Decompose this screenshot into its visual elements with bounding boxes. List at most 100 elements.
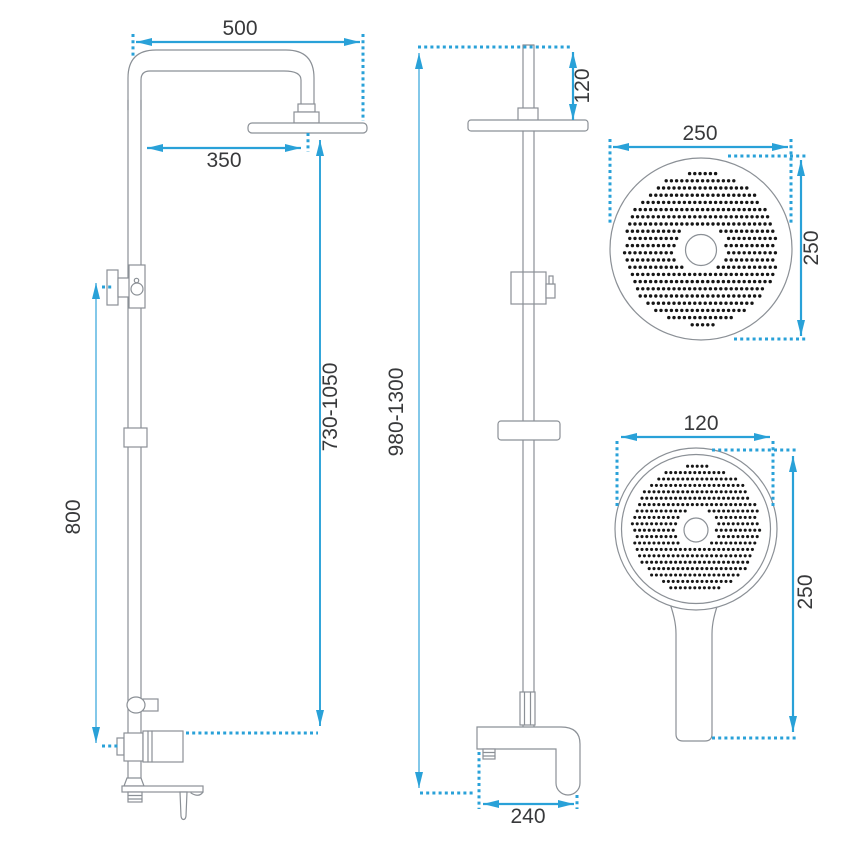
spray-nozzle-dot bbox=[710, 579, 714, 583]
spray-nozzle-dot bbox=[680, 179, 684, 183]
spray-nozzle-dot bbox=[630, 229, 635, 233]
spray-nozzle-dot bbox=[654, 236, 658, 241]
spray-nozzle-dot bbox=[726, 207, 731, 212]
spray-nozzle-dot bbox=[682, 215, 687, 219]
spray-nozzle-dot bbox=[745, 258, 749, 262]
spray-nozzle-dot bbox=[711, 179, 715, 183]
spray-nozzle-dot bbox=[667, 215, 671, 219]
spray-nozzle-dot bbox=[742, 265, 746, 269]
spray-nozzle-dot bbox=[638, 294, 642, 298]
spray-nozzle-dot bbox=[724, 243, 728, 248]
spray-nozzle-dot bbox=[765, 258, 770, 262]
spray-nozzle-dot bbox=[698, 547, 702, 551]
spray-nozzle-dot bbox=[666, 567, 670, 571]
spray-nozzle-dot bbox=[729, 503, 733, 507]
spray-nozzle-dot bbox=[638, 515, 642, 519]
spray-nozzle-dot bbox=[678, 547, 682, 551]
spray-nozzle-dot bbox=[747, 193, 752, 197]
spray-nozzle-dot bbox=[690, 464, 694, 468]
spray-nozzle-dot bbox=[717, 496, 721, 500]
spray-nozzle-dot bbox=[734, 477, 738, 481]
spray-nozzle-dot bbox=[693, 573, 697, 577]
spray-nozzle-dot bbox=[654, 573, 658, 577]
spray-nozzle-dot bbox=[716, 193, 720, 197]
spray-nozzle-dot bbox=[643, 222, 648, 226]
spray-nozzle-dot bbox=[688, 560, 692, 564]
spray-nozzle-dot bbox=[708, 287, 713, 291]
spray-nozzle-dot bbox=[773, 236, 778, 241]
spray-nozzle-dot bbox=[717, 560, 721, 564]
spray-nozzle-dot bbox=[646, 243, 650, 248]
spray-nozzle-dot bbox=[671, 515, 675, 519]
spray-nozzle-dot bbox=[657, 541, 661, 545]
bracket-knob-front bbox=[545, 283, 556, 299]
spray-nozzle-dot bbox=[695, 308, 700, 313]
spray-nozzle-dot bbox=[643, 265, 648, 269]
spray-nozzle-dot bbox=[708, 301, 713, 305]
spray-nozzle-dot bbox=[750, 243, 754, 248]
spray-nozzle-dot bbox=[771, 272, 775, 277]
spray-nozzle-dot bbox=[706, 179, 710, 183]
spray-nozzle-dot bbox=[693, 272, 697, 277]
spray-nozzle-dot bbox=[755, 229, 759, 233]
spray-nozzle-dot bbox=[638, 265, 642, 269]
spray-nozzle-dot bbox=[773, 251, 778, 255]
spray-nozzle-dot bbox=[765, 243, 770, 248]
spray-nozzle-dot bbox=[700, 179, 705, 183]
spray-nozzle-dot bbox=[648, 236, 653, 241]
spray-nozzle-dot bbox=[710, 477, 714, 481]
dim-arm-width: 500 bbox=[131, 17, 365, 121]
hand-shower-center-hole bbox=[683, 517, 709, 543]
spray-nozzle-dot bbox=[681, 477, 685, 481]
spray-nozzle-dot bbox=[719, 200, 723, 205]
spray-nozzle-dot bbox=[722, 573, 726, 577]
spray-nozzle-dot bbox=[712, 560, 716, 564]
spray-nozzle-dot bbox=[722, 496, 726, 500]
spray-nozzle-dot bbox=[654, 251, 658, 255]
spray-nozzle-dot bbox=[667, 243, 671, 248]
spray-nozzle-dot bbox=[666, 477, 670, 481]
spray-nozzle-dot bbox=[633, 236, 637, 241]
spray-nozzle-dot bbox=[700, 464, 704, 468]
spray-nozzle-dot bbox=[741, 509, 745, 513]
spray-nozzle-dot bbox=[695, 567, 699, 571]
spray-nozzle-dot bbox=[737, 236, 741, 241]
spray-nozzle-dot bbox=[656, 272, 661, 277]
spray-nozzle-dot bbox=[734, 287, 739, 291]
spray-nozzle-dot bbox=[712, 573, 716, 577]
spray-nozzle-dot bbox=[722, 509, 726, 513]
spray-nozzle-dot bbox=[652, 567, 656, 571]
spray-nozzle-dot bbox=[705, 554, 709, 558]
dim-hand-width: 120 bbox=[615, 412, 796, 506]
spray-nozzle-dot bbox=[669, 251, 674, 255]
spray-nozzle-dot bbox=[659, 308, 663, 313]
spray-nozzle-dot bbox=[711, 294, 715, 298]
spray-nozzle-dot bbox=[739, 258, 744, 262]
spray-nozzle-dot bbox=[747, 265, 752, 269]
spray-nozzle-dot bbox=[645, 522, 649, 526]
spray-nozzle-dot bbox=[708, 272, 713, 277]
spray-nozzle-dot bbox=[642, 541, 646, 545]
spray-nozzle-dot bbox=[677, 272, 681, 277]
spray-nozzle-dot bbox=[738, 515, 742, 519]
spray-nozzle-dot bbox=[672, 215, 676, 219]
spray-nozzle-dot bbox=[729, 515, 733, 519]
mounting-plate-side bbox=[121, 785, 204, 793]
spray-nozzle-dot bbox=[664, 222, 668, 226]
spray-nozzle-dot bbox=[688, 586, 692, 590]
spray-nozzle-dot bbox=[737, 193, 741, 197]
spray-nozzle-dot bbox=[707, 471, 711, 475]
spray-nozzle-dot bbox=[669, 483, 673, 487]
spray-nozzle-dot bbox=[695, 279, 700, 284]
spray-nozzle-dot bbox=[667, 229, 671, 233]
spray-nozzle-dot bbox=[724, 515, 728, 519]
spray-nozzle-dot bbox=[693, 560, 697, 564]
dim-label-hand-width: 120 bbox=[683, 412, 718, 435]
spray-nozzle-dot bbox=[651, 272, 655, 277]
spray-nozzle-dot bbox=[714, 490, 718, 494]
spray-nozzle-dot bbox=[659, 573, 663, 577]
spray-nozzle-dot bbox=[741, 560, 745, 564]
spray-nozzle-dot bbox=[700, 279, 705, 284]
spray-nozzle-dot bbox=[674, 522, 678, 526]
spray-nozzle-dot bbox=[729, 528, 733, 532]
